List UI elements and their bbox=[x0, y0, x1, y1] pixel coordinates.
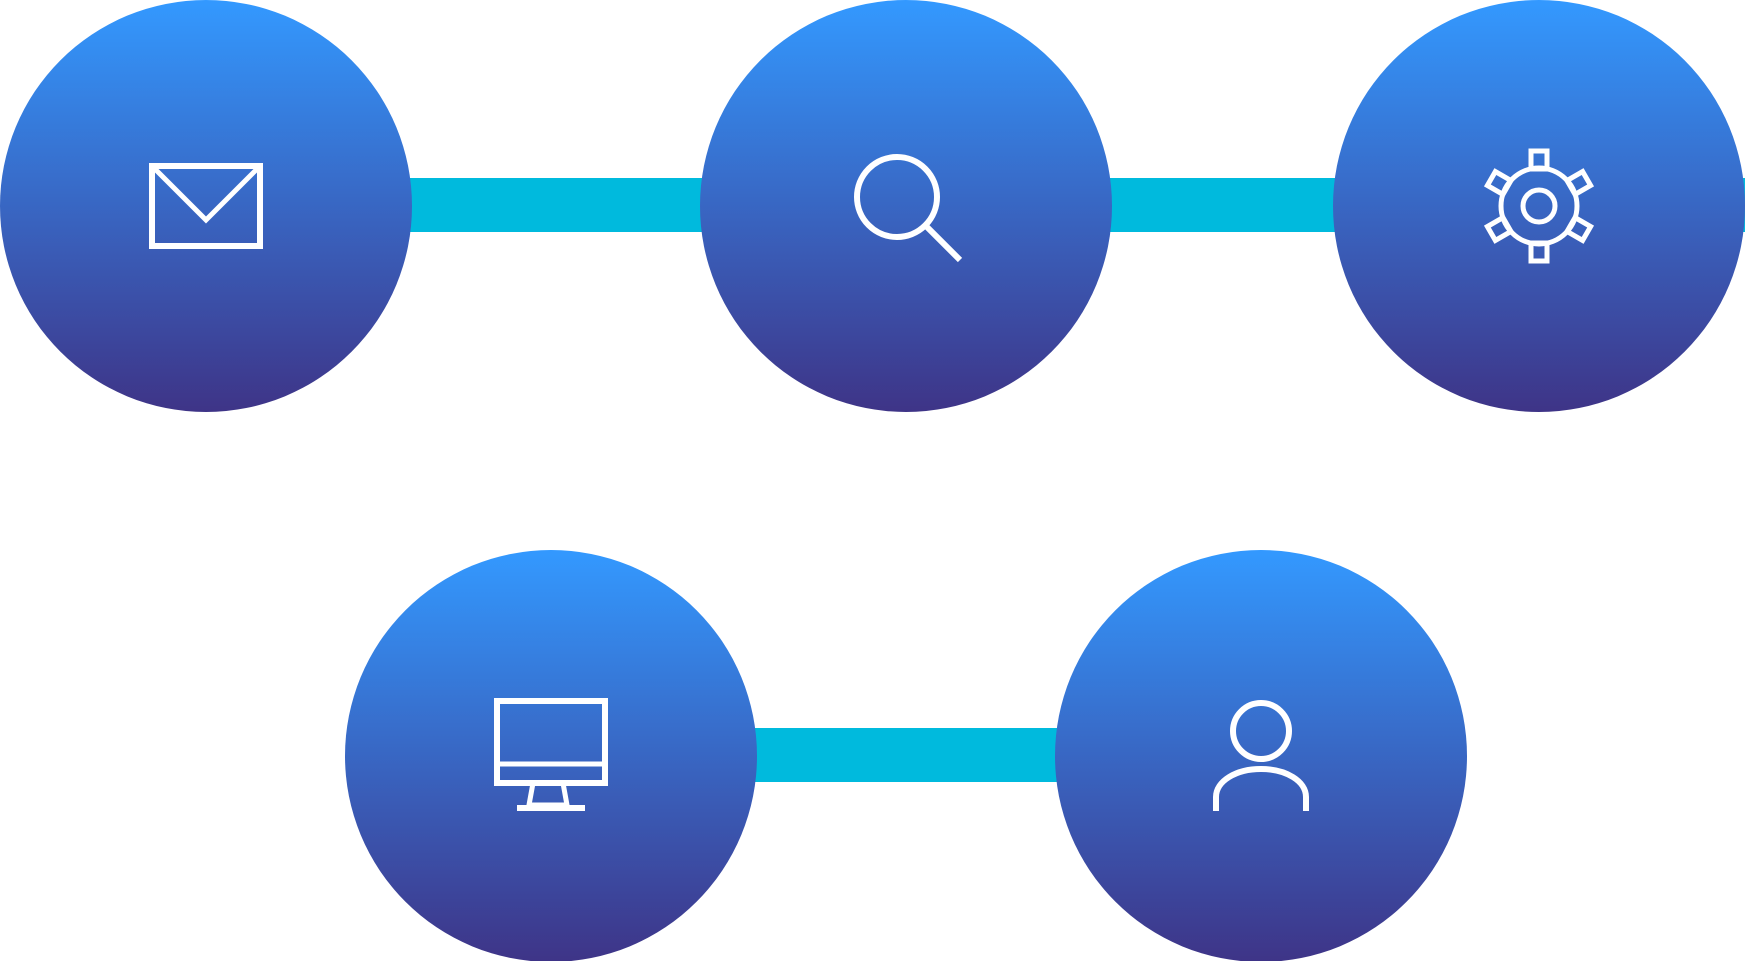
node-search bbox=[700, 0, 1112, 412]
connector-monitor-user bbox=[735, 728, 1075, 782]
node-envelope bbox=[0, 0, 412, 412]
node-user bbox=[1055, 550, 1467, 961]
node-gear bbox=[1333, 0, 1745, 412]
node-monitor bbox=[345, 550, 757, 961]
monitor-icon bbox=[486, 691, 616, 821]
connector-envelope-search bbox=[380, 178, 720, 232]
gear-icon bbox=[1474, 141, 1604, 271]
magnifier-icon bbox=[841, 141, 971, 271]
user-icon bbox=[1196, 691, 1326, 821]
envelope-icon bbox=[141, 141, 271, 271]
